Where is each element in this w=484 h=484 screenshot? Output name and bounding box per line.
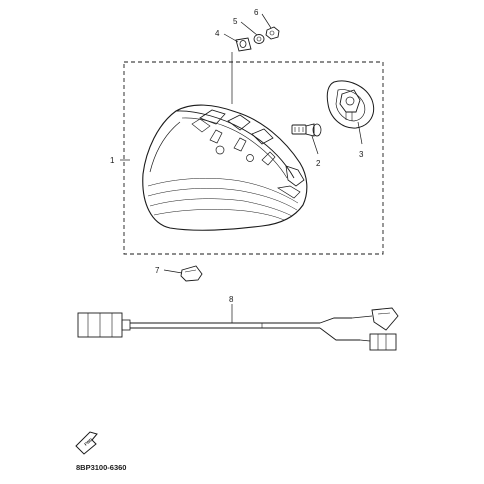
svg-text:FWD: FWD [83,437,93,447]
callout-7: 7 [155,266,160,275]
grommet [235,37,252,52]
wire-harness [77,307,399,351]
fwd-arrow-icon: FWD [75,431,98,455]
part-code: 8BP3100-6360 [76,463,126,472]
washer [253,34,265,44]
callout-8: 8 [229,295,234,304]
bulb-cover [326,80,375,129]
leader-lines [120,13,363,323]
callout-3: 3 [359,150,364,159]
assembly-boundary [123,61,384,255]
cap [180,265,203,282]
callout-4: 4 [215,29,220,38]
nut [265,26,280,40]
headlight-housing [142,104,308,231]
bulb [291,123,322,137]
callout-1: 1 [110,156,115,165]
callout-5: 5 [233,17,238,26]
callout-2: 2 [316,159,321,168]
callout-6: 6 [254,8,259,17]
